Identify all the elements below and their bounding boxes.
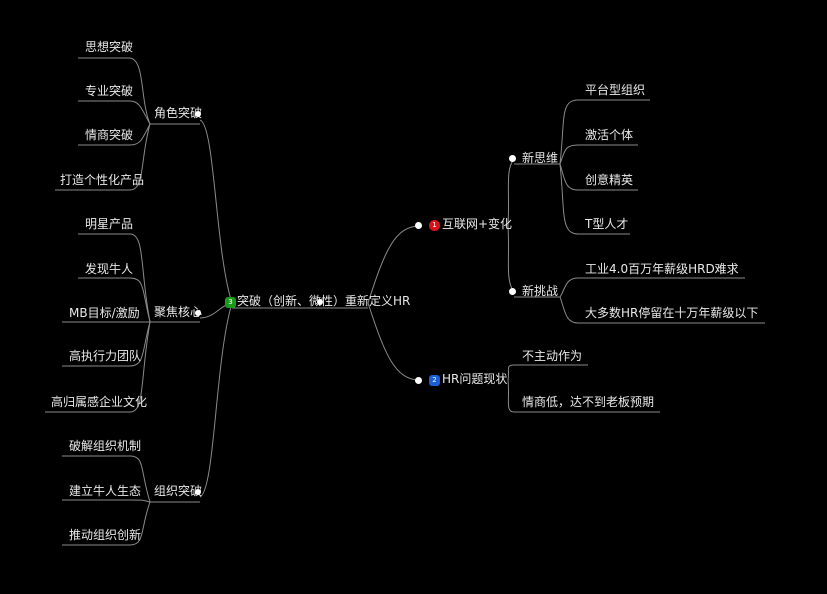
topic-role-breakthrough[interactable]: 角色突破 <box>154 106 203 120</box>
hr-status-expand-dot[interactable] <box>415 377 422 384</box>
topic-org-breakthrough[interactable]: 组织突破 <box>154 484 203 498</box>
link-root-hr <box>367 302 421 381</box>
leaf-belonging-culture[interactable]: 高归属感企业文化 <box>51 395 148 409</box>
priority-badge-3: 3 <box>225 297 236 308</box>
link-internet-newthinking <box>507 158 515 227</box>
role-expand-dot[interactable] <box>195 111 201 117</box>
link-hr-1 <box>507 364 588 381</box>
link-focus-2 <box>78 277 151 323</box>
topic-hr-status[interactable]: HR问题现状 <box>442 372 508 386</box>
link-hr-2 <box>507 379 660 413</box>
leaf-hr-salary[interactable]: 大多数HR停留在十万年薪级以下 <box>585 306 759 320</box>
link-nt-2 <box>559 144 638 165</box>
link-org-3 <box>62 501 151 546</box>
link-root-role <box>199 119 233 304</box>
leaf-org-innovation[interactable]: 推动组织创新 <box>69 528 142 542</box>
root-topic[interactable]: 突破（创新、微性）重新定义HR <box>237 294 411 308</box>
link-role-2 <box>78 100 151 125</box>
link-internet-newchallenge <box>507 225 515 293</box>
leaf-low-eq[interactable]: 情商低，达不到老板预期 <box>522 395 655 409</box>
link-nc-1 <box>559 277 745 298</box>
internet-expand-dot[interactable] <box>415 222 422 229</box>
leaf-talent-ecosystem[interactable]: 建立牛人生态 <box>69 484 142 498</box>
org-expand-dot[interactable] <box>195 489 201 495</box>
root-expand-dot[interactable] <box>317 299 323 305</box>
link-org-1 <box>62 455 151 503</box>
leaf-mb-goals[interactable]: MB目标/激励 <box>69 306 140 320</box>
leaf-industry-hrd[interactable]: 工业4.0百万年薪级HRD难求 <box>585 262 739 276</box>
new-challenge-expand-dot[interactable] <box>509 288 516 295</box>
leaf-activate-individual[interactable]: 激活个体 <box>585 128 634 142</box>
priority-badge-2: 2 <box>429 375 440 386</box>
link-role-3 <box>78 123 151 146</box>
leaf-professional-breakthrough[interactable]: 专业突破 <box>85 84 134 98</box>
leaf-not-proactive[interactable]: 不主动作为 <box>522 349 583 363</box>
link-focus-1 <box>78 233 151 323</box>
link-nc-2 <box>559 296 765 324</box>
new-thinking-expand-dot[interactable] <box>509 155 516 162</box>
leaf-thought-breakthrough[interactable]: 思想突破 <box>85 40 134 54</box>
leaf-crack-org-mechanism[interactable]: 破解组织机制 <box>69 439 142 453</box>
topic-new-thinking[interactable]: 新思维 <box>522 151 559 165</box>
leaf-eq-breakthrough[interactable]: 情商突破 <box>85 128 134 142</box>
leaf-platform-org[interactable]: 平台型组织 <box>585 83 646 97</box>
link-nt-1 <box>559 99 650 165</box>
focus-expand-dot[interactable] <box>195 310 201 316</box>
priority-badge-1: 1 <box>429 220 440 231</box>
link-role-1 <box>78 57 151 125</box>
link-focus-4 <box>62 321 151 367</box>
leaf-star-product[interactable]: 明星产品 <box>85 217 134 231</box>
link-root-org <box>199 302 233 498</box>
link-role-4 <box>55 123 151 191</box>
leaf-t-talent[interactable]: T型人才 <box>585 217 629 231</box>
leaf-find-talent[interactable]: 发现牛人 <box>85 262 134 276</box>
link-nt-3 <box>559 163 638 191</box>
leaf-creative-elite[interactable]: 创意精英 <box>585 173 634 187</box>
topic-focus-core[interactable]: 聚焦核心 <box>154 305 203 319</box>
link-nt-4 <box>559 163 630 235</box>
link-org-2 <box>62 499 151 503</box>
link-focus-5 <box>45 321 151 413</box>
leaf-execution-team[interactable]: 高执行力团队 <box>69 349 142 363</box>
topic-internet-change[interactable]: 互联网+变化 <box>442 217 513 231</box>
link-root-internet <box>367 225 421 304</box>
topic-new-challenge[interactable]: 新挑战 <box>522 284 559 298</box>
leaf-personalized-product[interactable]: 打造个性化产品 <box>60 173 145 187</box>
